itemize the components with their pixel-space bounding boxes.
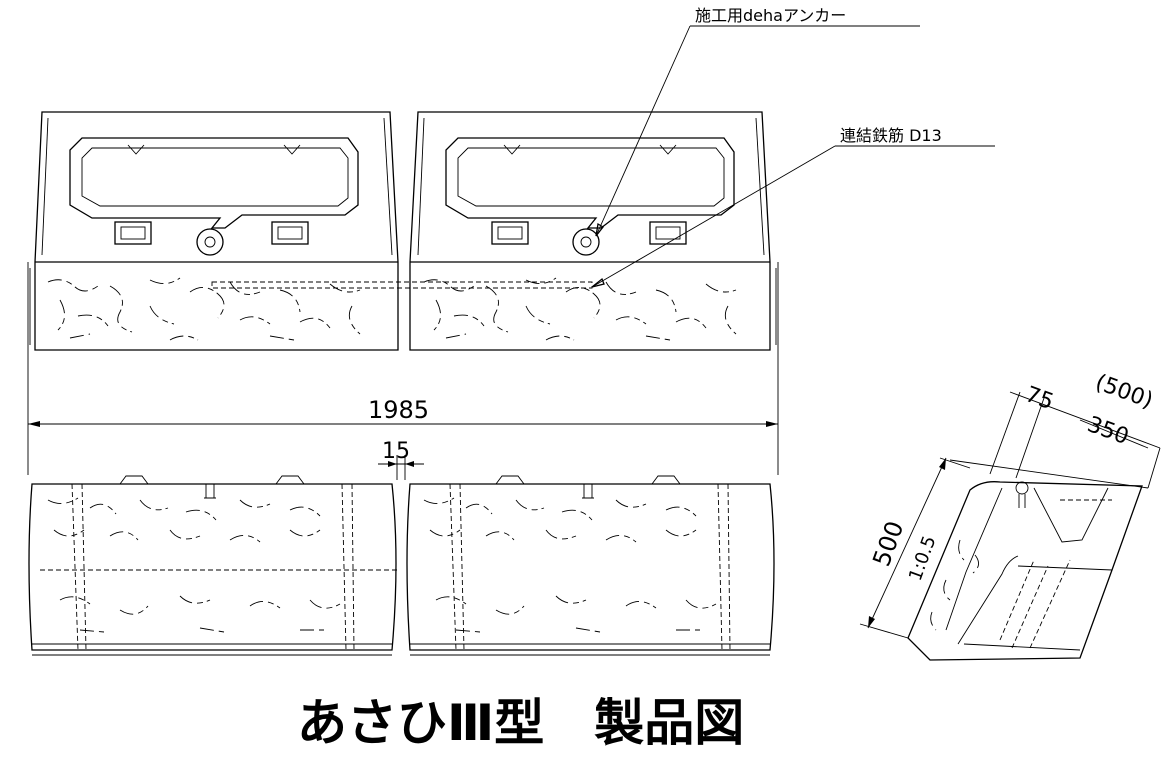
dimension-gap: 15 (382, 439, 410, 464)
width-dimension (27, 262, 779, 475)
top-view (29, 111, 777, 351)
dimension-top-offset: 75 (1022, 382, 1057, 415)
front-view-right-block (406, 475, 775, 656)
rebar-dashed (211, 281, 593, 289)
callout-rebar-leader (591, 145, 995, 288)
dimension-height: 500 (867, 517, 909, 570)
front-view (28, 475, 775, 656)
dimension-depth: 350 (1084, 412, 1132, 450)
top-view-left-block (29, 111, 399, 351)
front-view-left-block (28, 475, 400, 656)
gap-dimension (378, 455, 424, 480)
drawing-title: あさひⅢ型 製品図 (297, 694, 744, 752)
callout-anchor-leader (595, 25, 920, 237)
dimension-total-width: 1985 (368, 396, 429, 424)
dimension-depth-total: (500) (1092, 370, 1156, 414)
top-view-right-block (409, 111, 777, 351)
dimension-slope: 1:0.5 (905, 533, 941, 584)
rebar-callout-label: 連結鉄筋 D13 (840, 126, 942, 145)
anchor-callout-label: 施工用dehaアンカー (695, 6, 846, 25)
side-section (859, 391, 1161, 661)
